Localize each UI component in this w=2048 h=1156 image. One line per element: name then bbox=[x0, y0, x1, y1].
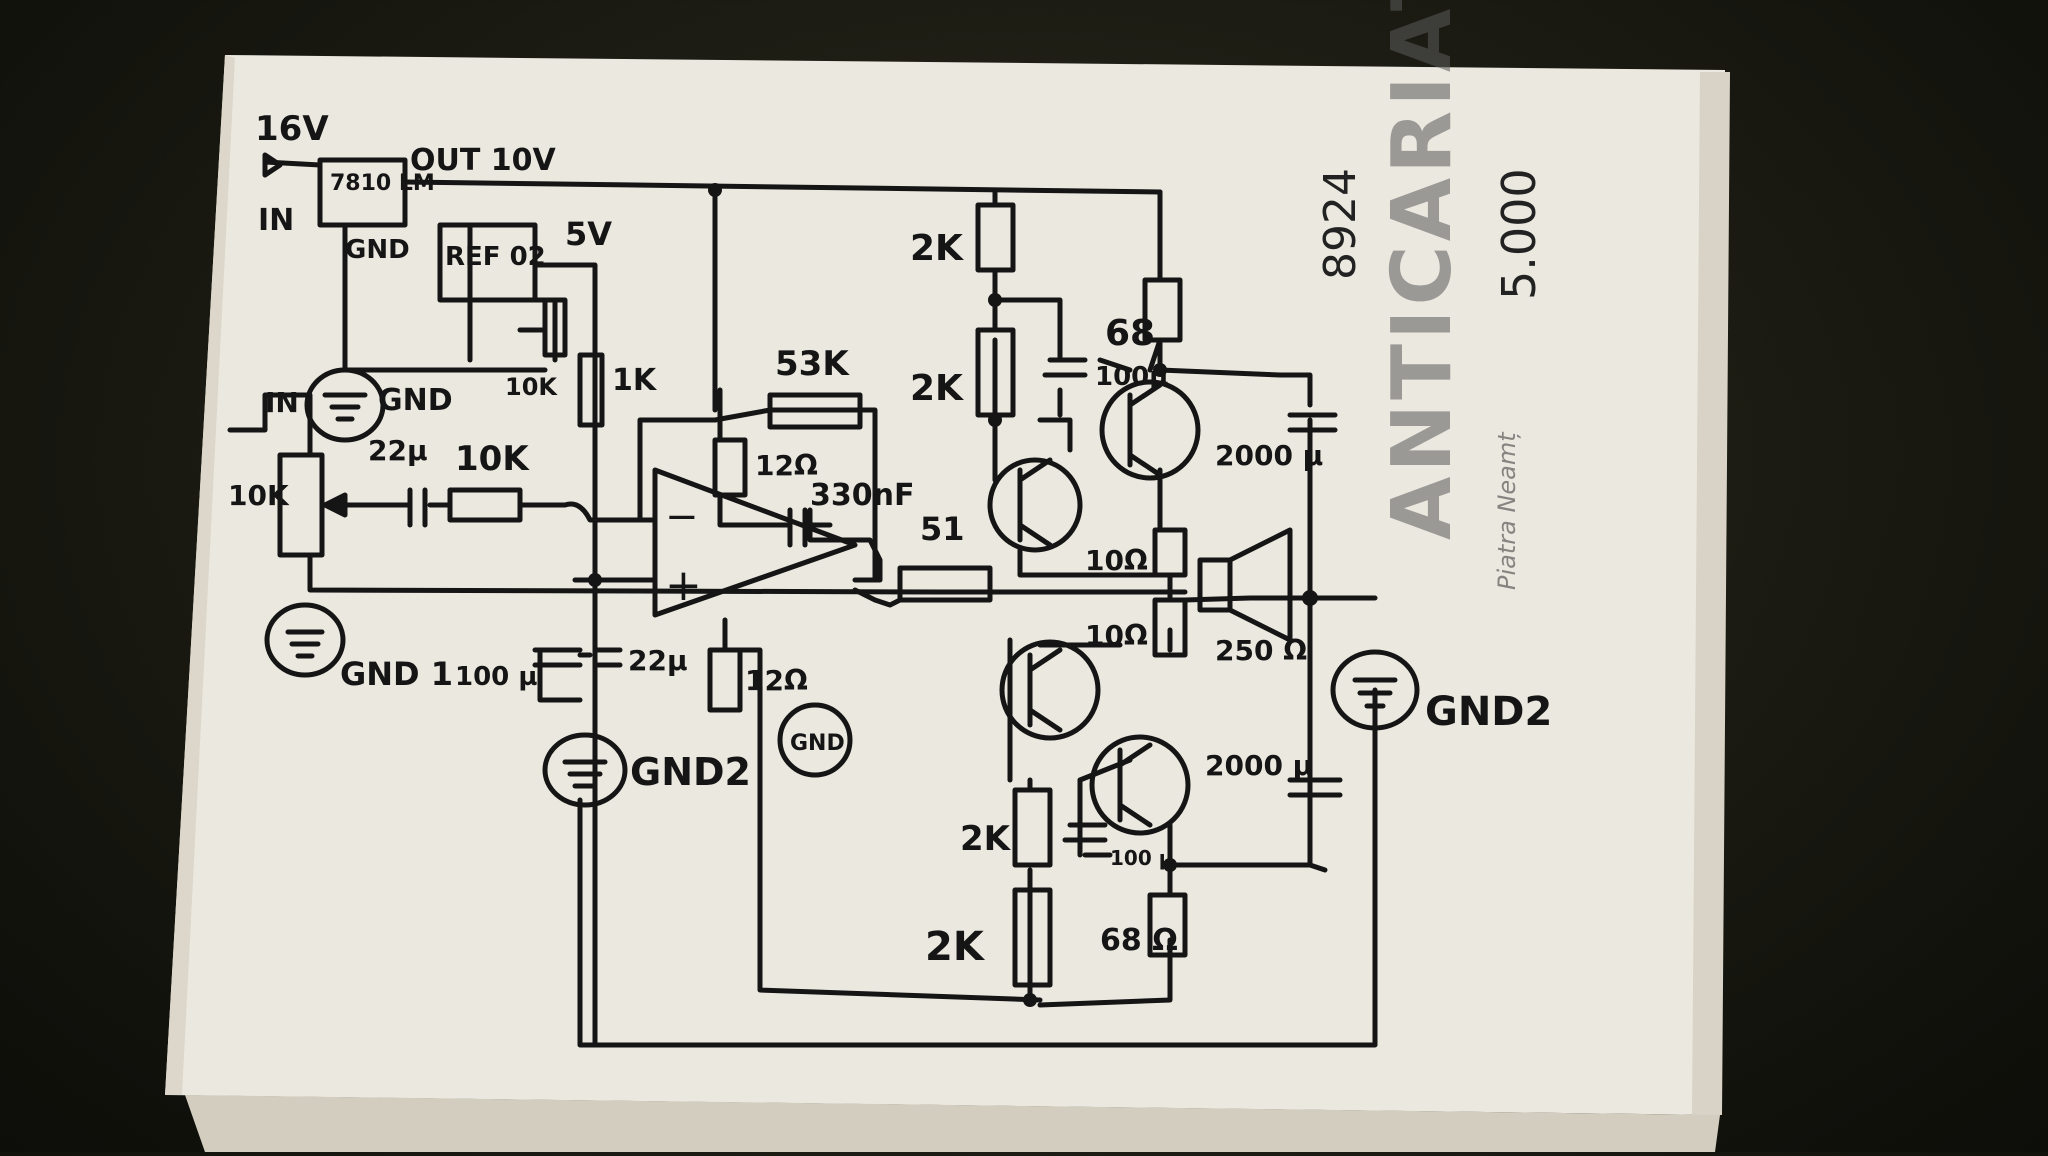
label-r-68-bottom: 68 Ω bbox=[1100, 923, 1178, 958]
label-reference: REF 02 bbox=[445, 242, 546, 272]
stamp-code: 5.000 bbox=[1492, 168, 1546, 300]
label-c-2000u-bottom: 2000 µ bbox=[1205, 749, 1313, 782]
label-c-22u-in: 22µ bbox=[368, 434, 428, 467]
label-r-2k-4: 2K bbox=[925, 924, 986, 970]
label-gnd-small: GND bbox=[790, 731, 845, 756]
label-pot-left: 10K bbox=[228, 479, 290, 512]
label-r-2k-1: 2K bbox=[910, 228, 964, 269]
label-r-10-1: 10Ω bbox=[1085, 544, 1148, 577]
schematic-wires bbox=[227, 159, 1378, 1048]
label-c-100u-top: 100µ bbox=[1095, 362, 1168, 392]
label-regulator-out: OUT 10V bbox=[410, 143, 557, 178]
label-r-10-2: 10Ω bbox=[1085, 619, 1148, 652]
label-regulator-gnd: GND bbox=[345, 235, 410, 265]
label-r-10k-in: 10K bbox=[455, 439, 530, 479]
svg-text:+: + bbox=[665, 560, 702, 611]
label-16v: 16V bbox=[255, 109, 329, 149]
stamp-shop: ANTICARIAT bbox=[1375, 0, 1470, 540]
book-spine-edge bbox=[1692, 72, 1730, 1115]
label-r-2k-3: 2K bbox=[960, 819, 1012, 859]
label-regulator: 7810 LM bbox=[330, 171, 435, 196]
label-c-100u: 100 µ bbox=[455, 662, 537, 692]
label-gnd2-left: GND2 bbox=[630, 750, 751, 794]
label-c-2000u-top: 2000 µ bbox=[1215, 439, 1323, 472]
label-input: IN bbox=[265, 386, 299, 419]
label-gnd-top: GND bbox=[378, 383, 453, 418]
label-r-1k: 1K bbox=[612, 363, 658, 398]
label-gnd2-right: GND2 bbox=[1425, 689, 1552, 735]
label-r-2k-2: 2K bbox=[910, 368, 964, 409]
label-supply-in: IN bbox=[258, 203, 294, 238]
label-r-53k: 53K bbox=[775, 344, 850, 384]
stamp-number: 8924 bbox=[1315, 168, 1366, 280]
schematic-labels: 16V IN 7810 LM OUT 10V GND REF 02 5V GND… bbox=[228, 109, 1552, 970]
schematic-components: − + bbox=[262, 152, 1420, 988]
label-r-68-top: 68 bbox=[1105, 313, 1155, 354]
label-r-12-lower: 12Ω bbox=[745, 664, 808, 697]
book-bottom-edge bbox=[185, 1095, 1720, 1152]
stamp-city: Piatra Neamț bbox=[1493, 431, 1521, 590]
label-c-100u-bottom: 100 µ bbox=[1110, 846, 1174, 870]
label-pot-ref: 10K bbox=[505, 373, 558, 401]
label-5v: 5V bbox=[565, 215, 612, 253]
junction-dots bbox=[588, 183, 1318, 1007]
book-left-edge bbox=[165, 55, 235, 1095]
label-r-12-upper: 12Ω bbox=[755, 449, 818, 482]
label-c-22u-bias: 22µ bbox=[628, 644, 688, 677]
antiquarian-stamp: ANTICARIAT 8924 5.000 Piatra Neamț bbox=[1315, 0, 1546, 590]
label-gnd1: GND 1 bbox=[340, 655, 453, 693]
label-r-250: 250 Ω bbox=[1215, 634, 1307, 667]
svg-text:−: − bbox=[665, 494, 699, 540]
label-r-51: 51 bbox=[920, 510, 965, 548]
label-c-330nf: 330nF bbox=[810, 478, 914, 513]
